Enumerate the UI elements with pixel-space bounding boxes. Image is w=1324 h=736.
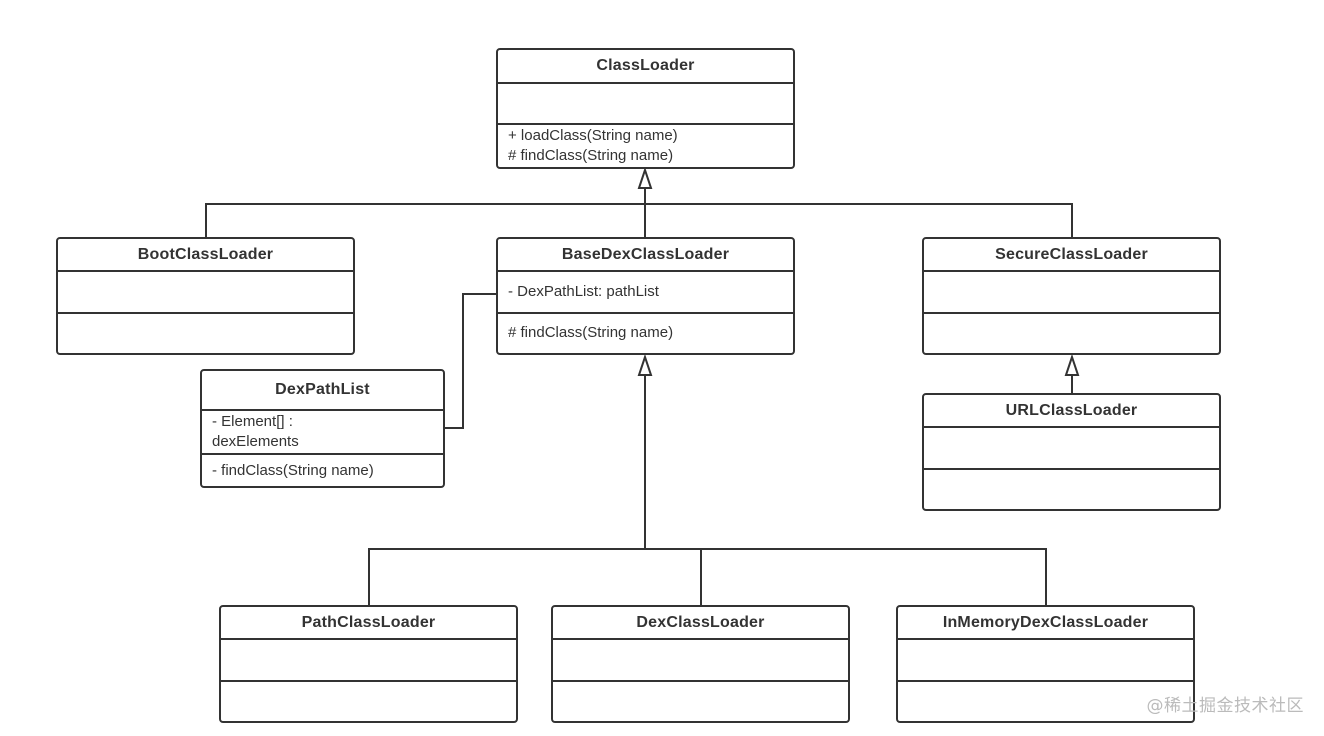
class-name: ClassLoader [596,56,695,74]
inheritance-line-secure-to-classloader [645,203,1073,238]
method: + loadClass(String name) [508,127,678,144]
attribute: dexElements [212,433,299,450]
class-box-pathclassloader: PathClassLoader [219,605,518,723]
class-name: URLClassLoader [1005,401,1138,419]
class-name: PathClassLoader [301,613,436,631]
attributes-compartment [221,638,516,679]
class-box-classloader: ClassLoader + loadClass(String name) # f… [496,48,795,169]
methods-compartment: - findClass(String name) [202,453,443,486]
class-name: BootClassLoader [137,245,274,263]
class-name: InMemoryDexClassLoader [942,613,1149,631]
method: # findClass(String name) [508,324,674,342]
inheritance-line-boot-to-classloader [205,203,645,238]
attributes-compartment [498,81,793,124]
class-box-dexpathlist: DexPathList - Element[] : dexElements - … [200,369,445,488]
methods-compartment: + loadClass(String name) # findClass(Str… [498,123,793,167]
methods-compartment [58,311,353,353]
method: - findClass(String name) [212,461,374,479]
class-box-inmemorydexclassloader: InMemoryDexClassLoader [896,605,1195,723]
class-box-bootclassloader: BootClassLoader [56,237,355,355]
attribute: - Element[] : [212,413,293,430]
generalization-arrow-classloader [637,166,653,189]
class-name: DexPathList [275,381,370,398]
class-box-secureclassloader: SecureClassLoader [922,237,1221,355]
attributes-compartment [553,638,848,679]
association-line-pathlist [443,293,497,429]
methods-compartment [898,679,1193,721]
watermark: @稀土掘金技术社区 [1146,696,1304,716]
class-box-basedexclassloader: BaseDexClassLoader - DexPathList: pathLi… [496,237,795,355]
class-box-dexclassloader: DexClassLoader [551,605,850,723]
attributes-compartment [924,270,1219,311]
methods-compartment [553,679,848,721]
generalization-arrow-basedexclassloader [637,353,653,376]
methods-compartment [221,679,516,721]
inheritance-line-path-to-basedex [368,548,1047,607]
attributes-compartment: - DexPathList: pathList [498,270,793,311]
method: # findClass(String name) [508,147,674,164]
class-name: DexClassLoader [636,613,765,631]
attributes-compartment [924,426,1219,467]
class-name: BaseDexClassLoader [561,245,730,263]
attribute: - DexPathList: pathList [508,282,659,300]
class-box-urlclassloader: URLClassLoader [922,393,1221,511]
attributes-compartment [58,270,353,311]
methods-compartment [924,467,1219,509]
attributes-compartment [898,638,1193,679]
methods-compartment: # findClass(String name) [498,311,793,353]
class-name: SecureClassLoader [995,245,1148,263]
generalization-arrow-secureclassloader [1064,353,1080,376]
attributes-compartment: - Element[] : dexElements [202,409,443,453]
methods-compartment [924,311,1219,353]
